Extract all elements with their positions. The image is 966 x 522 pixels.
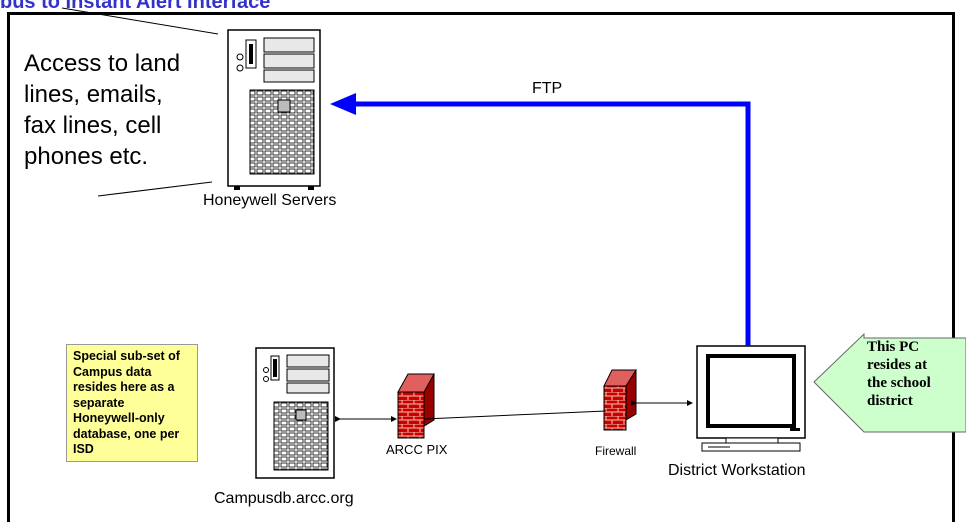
campus-data-note-line: resides here as a — [73, 380, 175, 394]
link-arcc-firewall — [423, 410, 607, 420]
access-note-line: phones etc. — [24, 143, 149, 170]
access-note-line: Access to land — [24, 50, 181, 77]
campus-data-note-line: separate — [73, 395, 125, 410]
access-note: Access to land lines, emails, fax lines,… — [24, 48, 180, 172]
district-pc-note-line: resides at — [867, 357, 928, 373]
campus-data-note-line: database, one per — [73, 426, 180, 441]
campusdb-label: Campusdb.arcc.org — [214, 490, 354, 507]
honeywell-servers-label: Honeywell Servers — [203, 192, 337, 209]
access-note-line: fax lines, cell — [24, 112, 162, 139]
ftp-arrowhead — [330, 93, 356, 115]
campus-data-note-line: ISD — [73, 442, 94, 456]
arcc-pix-firewall-icon — [397, 373, 435, 439]
workstation-label: District Workstation — [668, 462, 806, 479]
ftp-connector — [352, 101, 751, 346]
district-pc-note-line: the school — [867, 375, 931, 391]
district-pc-note-line: district — [867, 393, 913, 409]
green-callout-shape — [813, 332, 966, 433]
honeywell-server-icon — [227, 29, 321, 190]
campusdb-server-icon — [255, 347, 335, 479]
arcc-pix-label: ARCC PIX — [386, 442, 448, 457]
district-pc-note: This PC resides at the school district — [867, 338, 966, 410]
page-title: bus to Instant Alert Interface — [0, 0, 271, 13]
district-pc-note-line: This PC — [867, 339, 920, 355]
workstation-icon — [696, 345, 806, 452]
callout-line-top — [61, 7, 219, 35]
access-note-line: lines, emails, — [24, 81, 163, 108]
district-firewall-icon — [603, 369, 637, 431]
campus-data-note-line: Honeywell-only — [73, 411, 165, 425]
callout-line-bottom — [97, 181, 213, 197]
ftp-label: FTP — [532, 80, 563, 97]
campus-data-note-line: Special sub-set of — [73, 349, 180, 363]
campus-data-note: Special sub-set of Campus data resides h… — [66, 344, 198, 462]
campus-data-note-line: Campus data — [73, 364, 152, 379]
firewall-label: Firewall — [595, 444, 637, 458]
